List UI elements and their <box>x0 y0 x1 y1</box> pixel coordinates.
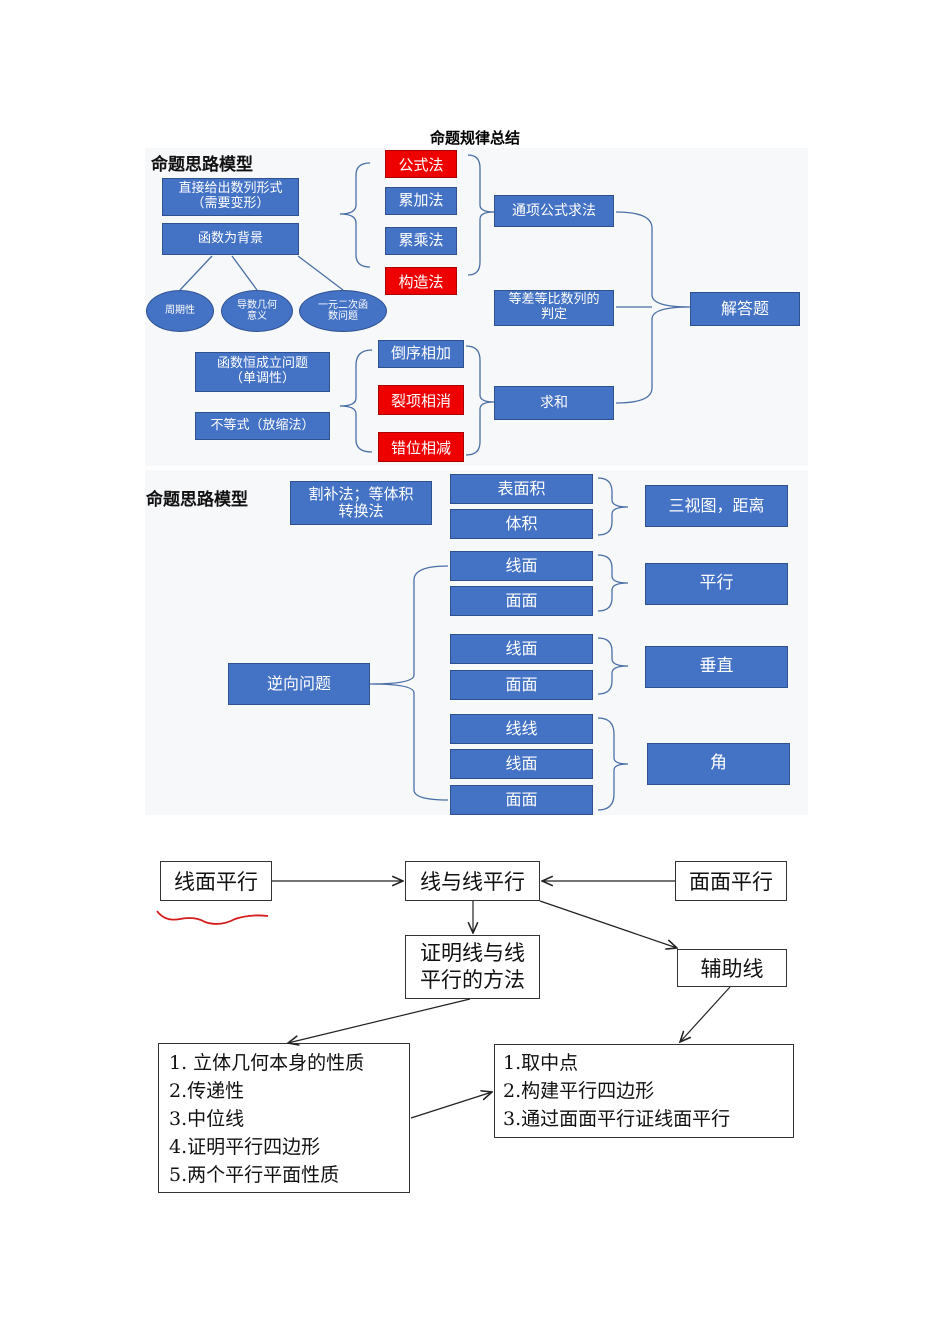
parallel-line-plane-box: 线面 <box>450 551 593 581</box>
list-item: 2.构建平行四边形 <box>503 1080 655 1102</box>
section1-header: 命题思路模型 <box>151 155 253 175</box>
surface-area-box: 表面积 <box>450 474 593 504</box>
plane-plane-parallel-box: 面面平行 <box>675 861 787 901</box>
angle-box: 角 <box>647 743 790 785</box>
shift-subtract-box: 错位相减 <box>378 432 464 462</box>
perp-line-plane-box: 线面 <box>450 634 593 664</box>
periodicity-oval: 周期性 <box>146 290 214 332</box>
list-item: 3.通过面面平行证线面平行 <box>503 1108 731 1130</box>
line-plane-parallel-box: 线面平行 <box>160 861 272 901</box>
list-item: 3.中位线 <box>169 1108 245 1130</box>
reverse-problem-box: 逆向问题 <box>228 663 370 705</box>
accumulate-multiply-box: 累乘法 <box>385 227 457 255</box>
construct-method-box: 构造法 <box>385 267 457 295</box>
red-squiggle <box>156 910 269 925</box>
angle-plane-plane-box: 面面 <box>450 785 593 815</box>
parallel-plane-plane-box: 面面 <box>450 586 593 616</box>
function-background-box: 函数为背景 <box>162 223 299 255</box>
perp-plane-plane-box: 面面 <box>450 670 593 700</box>
accumulate-add-box: 累加法 <box>385 187 457 215</box>
summation-box: 求和 <box>494 386 614 420</box>
sequence-form-box: 直接给出数列形式（需要变形） <box>162 178 299 216</box>
list-item: 1. 立体几何本身的性质 <box>169 1052 365 1074</box>
three-view-distance-box: 三视图，距离 <box>645 485 788 527</box>
inequality-box: 不等式（放缩法） <box>195 412 330 440</box>
formula-method-box: 公式法 <box>385 150 457 178</box>
section2-header: 命题思路模型 <box>146 490 248 510</box>
split-cancel-box: 裂项相消 <box>378 385 464 415</box>
left-method-list: 1. 立体几何本身的性质 2.传递性 3.中位线 4.证明平行四边形 5.两个平… <box>158 1043 410 1193</box>
answer-question-box: 解答题 <box>690 292 800 326</box>
sequence-judge-box: 等差等比数列的判定 <box>494 290 614 326</box>
list-item: 2.传递性 <box>169 1080 245 1102</box>
cut-fill-method-box: 割补法；等体积转换法 <box>290 481 432 525</box>
list-item: 4.证明平行四边形 <box>169 1136 321 1158</box>
perpendicular-box: 垂直 <box>645 646 788 688</box>
derivative-meaning-oval: 导数几何意义 <box>221 290 293 332</box>
angle-line-plane-box: 线面 <box>450 749 593 779</box>
function-constant-box: 函数恒成立问题（单调性） <box>195 352 330 392</box>
line-line-parallel-box: 线与线平行 <box>405 861 540 901</box>
quadratic-function-oval: 一元二次函数问题 <box>299 290 387 332</box>
right-method-list: 1.取中点 2.构建平行四边形 3.通过面面平行证线面平行 <box>494 1044 794 1138</box>
angle-line-line-box: 线线 <box>450 714 593 744</box>
auxiliary-line-box: 辅助线 <box>677 949 787 987</box>
proof-method-box: 证明线与线平行的方法 <box>405 935 540 999</box>
list-item: 5.两个平行平面性质 <box>169 1164 340 1186</box>
list-item: 1.取中点 <box>503 1052 579 1074</box>
general-term-box: 通项公式求法 <box>494 195 614 227</box>
page-title: 命题规律总结 <box>429 129 520 147</box>
reverse-add-box: 倒序相加 <box>378 340 464 368</box>
volume-box: 体积 <box>450 509 593 539</box>
parallel-box: 平行 <box>645 563 788 605</box>
